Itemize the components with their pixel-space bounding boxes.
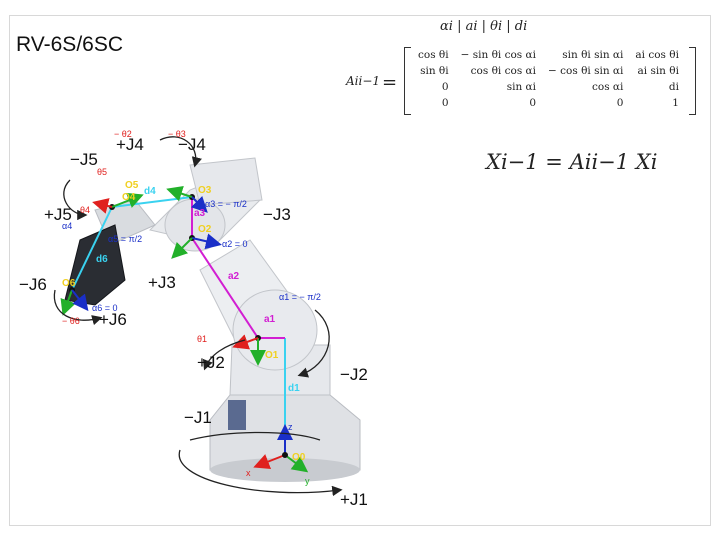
param-label-alpha1: α1 = − π/2 xyxy=(279,292,321,302)
param-label-theta6: − θ6 xyxy=(62,316,80,326)
param-label-theta1: θ1 xyxy=(197,334,207,344)
joint-label-plus-j4: +J4 xyxy=(116,135,144,154)
link-labels: d4 a3 a2 a1 d6 d1 xyxy=(96,186,300,394)
matrix-cell: − sin θi cos αi xyxy=(460,49,536,61)
matrix-cell: 0 xyxy=(441,81,449,93)
param-label-theta3: − θ3 xyxy=(168,129,186,139)
joint-label-minus-j5: −J5 xyxy=(70,150,98,169)
matrix-row: 0 sin αi cos αi di xyxy=(412,79,685,95)
param-label-theta4: θ4 xyxy=(80,205,90,215)
matrix-cell: 0 xyxy=(529,97,536,109)
axis-label-x: x xyxy=(246,468,251,478)
matrix-cell: cos θi xyxy=(418,49,449,61)
matrix-left-bracket xyxy=(404,47,411,115)
frame-label-o6: O6 xyxy=(62,278,76,289)
param-label-alpha5: α5 = π/2 xyxy=(108,234,142,244)
frame-label-o4: O4 xyxy=(122,192,136,203)
link-a2-line xyxy=(191,237,259,339)
base-frame-axes: z x y xyxy=(246,422,310,486)
frame-labels: O5 O4 O3 O2 O6 O1 O0 xyxy=(62,180,306,463)
link-label-a3: a3 xyxy=(194,208,206,219)
joint-label-minus-j3: −J3 xyxy=(263,205,291,224)
link-label-d4: d4 xyxy=(144,186,156,197)
link-d6-line xyxy=(71,206,113,291)
frame-label-o1: O1 xyxy=(265,350,279,361)
axis-label-y: y xyxy=(305,476,310,486)
dh-transform-matrix: cos θi − sin θi cos αi sin θi sin αi ai … xyxy=(400,47,700,117)
param-label-alpha6: α6 = 0 xyxy=(92,303,117,313)
matrix-row: sin θi cos θi cos αi − cos θi sin αi ai … xyxy=(412,63,685,79)
matrix-cell: − cos θi sin αi xyxy=(548,65,624,77)
link-label-d1: d1 xyxy=(288,383,300,394)
matrix-right-bracket xyxy=(689,47,696,115)
frame-label-o2: O2 xyxy=(198,224,212,235)
frame-label-o0: O0 xyxy=(292,452,306,463)
matrix-cell: cos αi xyxy=(592,81,624,93)
matrix-cell: cos θi cos αi xyxy=(470,65,536,77)
equals-sign: = xyxy=(382,72,398,93)
joint-rotation-arrows xyxy=(53,136,343,497)
joint-labels: −J4 +J4 −J5 +J5 −J3 +J3 −J6 +J6 +J2 −J2 … xyxy=(19,135,368,509)
kinematic-chain xyxy=(71,196,286,455)
matrix-cell: di xyxy=(668,81,679,93)
joint-label-minus-j2: −J2 xyxy=(340,365,368,384)
parameter-labels: − θ2 − θ3 θ5 θ4 θ1 − θ6 α3 = − π/2 α2 = … xyxy=(62,129,321,344)
slide-frame xyxy=(9,15,711,526)
joint-label-minus-j4: −J4 xyxy=(178,135,206,154)
matrix-row: cos θi − sin θi cos αi sin θi sin αi ai … xyxy=(412,47,685,63)
param-label-alpha3: α3 = − π/2 xyxy=(205,199,247,209)
link-label-d6: d6 xyxy=(96,254,108,265)
matrix-table: cos θi − sin θi cos αi sin θi sin αi ai … xyxy=(412,47,685,111)
matrix-cell: sin αi xyxy=(506,81,536,93)
slide-title: RV-6S/6SC xyxy=(16,33,123,56)
transform-matrix-symbol: Aii−1 xyxy=(346,74,381,88)
joint-label-minus-j6: −J6 xyxy=(19,275,47,294)
param-label-theta2: − θ2 xyxy=(114,129,132,139)
matrix-cell: 0 xyxy=(616,97,624,109)
dh-parameter-header: αi | ai | θi | di xyxy=(440,19,528,34)
matrix-cell: 1 xyxy=(672,97,679,109)
matrix-cell: sin θi sin αi xyxy=(562,49,624,61)
link-label-a2: a2 xyxy=(228,271,240,282)
matrix-row: 0 0 0 1 xyxy=(412,95,685,111)
joint-label-plus-j2: +J2 xyxy=(197,353,225,372)
param-label-alpha2: α2 = 0 xyxy=(222,239,247,249)
matrix-cell: ai cos θi xyxy=(635,49,679,61)
coordinate-transform-equation: Xi−1 = Aii−1 Xi xyxy=(486,150,658,174)
param-label-theta5: θ5 xyxy=(97,167,107,177)
matrix-cell: 0 xyxy=(441,97,449,109)
joint-label-plus-j5: +J5 xyxy=(44,205,72,224)
matrix-cell: sin θi xyxy=(420,65,449,77)
matrix-cell: ai sin θi xyxy=(637,65,679,77)
frame-label-o5: O5 xyxy=(125,180,139,191)
joint-label-minus-j1: −J1 xyxy=(184,408,212,427)
joint-label-plus-j6: +J6 xyxy=(99,310,127,329)
frame-label-o3: O3 xyxy=(198,185,212,196)
robot-body xyxy=(64,157,361,482)
link-label-a1: a1 xyxy=(264,314,276,325)
param-label-alpha4: α4 xyxy=(62,221,72,231)
joint-frames xyxy=(60,186,266,366)
joint-label-plus-j3: +J3 xyxy=(148,273,176,292)
joint-label-plus-j1: +J1 xyxy=(340,490,368,509)
axis-label-z: z xyxy=(288,422,293,432)
